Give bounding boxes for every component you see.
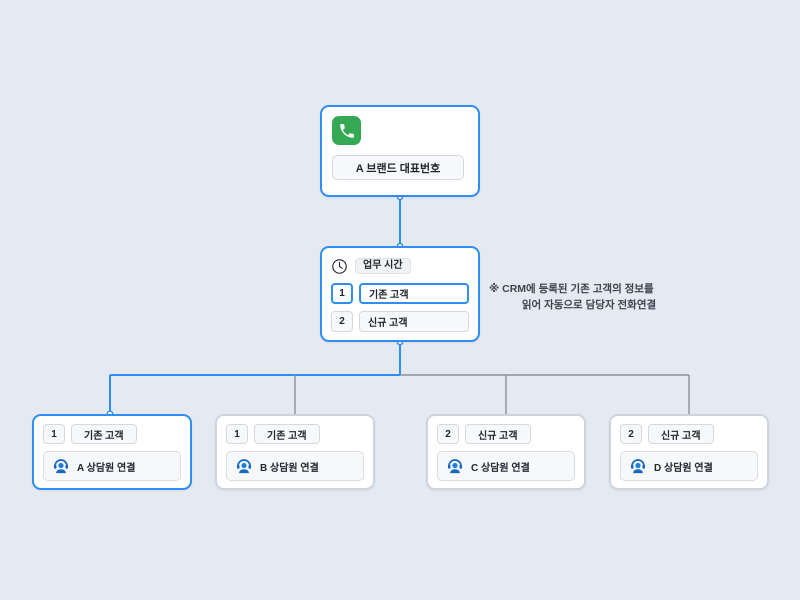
agent-headset-icon xyxy=(630,459,646,474)
leaf-b-condition-label: 기존 고객 xyxy=(254,424,320,444)
node-agent-a[interactable]: 1 기존 고객 A 상담원 연결 xyxy=(32,414,192,490)
leaf-a-action[interactable]: A 상담원 연결 xyxy=(43,451,181,481)
agent-headset-icon xyxy=(236,459,252,474)
node-business-hours-condition[interactable]: 업무 시간 1 기존 고객 2 신규 고객 xyxy=(320,246,480,342)
leaf-a-header: 1 기존 고객 xyxy=(43,424,181,444)
leaf-c-number: 2 xyxy=(437,424,459,444)
node-agent-d[interactable]: 2 신규 고객 D 상담원 연결 xyxy=(609,414,769,490)
node-agent-c[interactable]: 2 신규 고객 C 상담원 연결 xyxy=(426,414,586,490)
annotation-line-2: 읽어 자동으로 담당자 전화연결 xyxy=(521,299,657,312)
leaf-d-number: 2 xyxy=(620,424,642,444)
agent-headset-icon xyxy=(53,459,69,474)
annotation-line-1: ※ CRM에 등록된 기존 고객의 정보를 xyxy=(489,283,654,295)
leaf-d-action[interactable]: D 상담원 연결 xyxy=(620,451,758,481)
leaf-d-condition-label: 신규 고객 xyxy=(648,424,714,444)
leaf-c-header: 2 신규 고객 xyxy=(437,424,575,444)
leaf-c-condition-label: 신규 고객 xyxy=(465,424,531,444)
branch-label-2[interactable]: 신규 고객 xyxy=(359,311,469,332)
annotation-note: ※ CRM에 등록된 기존 고객의 정보를 읽어 자동으로 담당자 전화연결 xyxy=(489,281,689,314)
leaf-a-condition-label: 기존 고객 xyxy=(71,424,137,444)
leaf-d-header: 2 신규 고객 xyxy=(620,424,758,444)
phone-icon xyxy=(332,116,361,145)
leaf-b-header: 1 기존 고객 xyxy=(226,424,364,444)
condition-header: 업무 시간 xyxy=(331,256,469,276)
leaf-a-number: 1 xyxy=(43,424,65,444)
branch-label-1[interactable]: 기존 고객 xyxy=(359,283,469,304)
leaf-d-action-label: D 상담원 연결 xyxy=(654,462,713,474)
clock-icon xyxy=(332,258,347,274)
leaf-b-number: 1 xyxy=(226,424,248,444)
leaf-c-action-label: C 상담원 연결 xyxy=(471,462,530,474)
branch-number-1: 1 xyxy=(331,283,353,304)
leaf-b-action-label: B 상담원 연결 xyxy=(260,462,319,474)
condition-branch-row-2[interactable]: 2 신규 고객 xyxy=(331,311,469,332)
leaf-b-action[interactable]: B 상담원 연결 xyxy=(226,451,364,481)
node-start-trigger[interactable]: A 브랜드 대표번호 xyxy=(320,105,480,197)
agent-headset-icon xyxy=(447,459,463,474)
condition-header-label: 업무 시간 xyxy=(355,258,411,274)
leaf-c-action[interactable]: C 상담원 연결 xyxy=(437,451,575,481)
branch-number-2: 2 xyxy=(331,311,353,332)
start-number-label[interactable]: A 브랜드 대표번호 xyxy=(332,155,464,180)
leaf-a-action-label: A 상담원 연결 xyxy=(77,462,136,474)
condition-branch-row-1[interactable]: 1 기존 고객 xyxy=(331,283,469,304)
node-agent-b[interactable]: 1 기존 고객 B 상담원 연결 xyxy=(215,414,375,490)
